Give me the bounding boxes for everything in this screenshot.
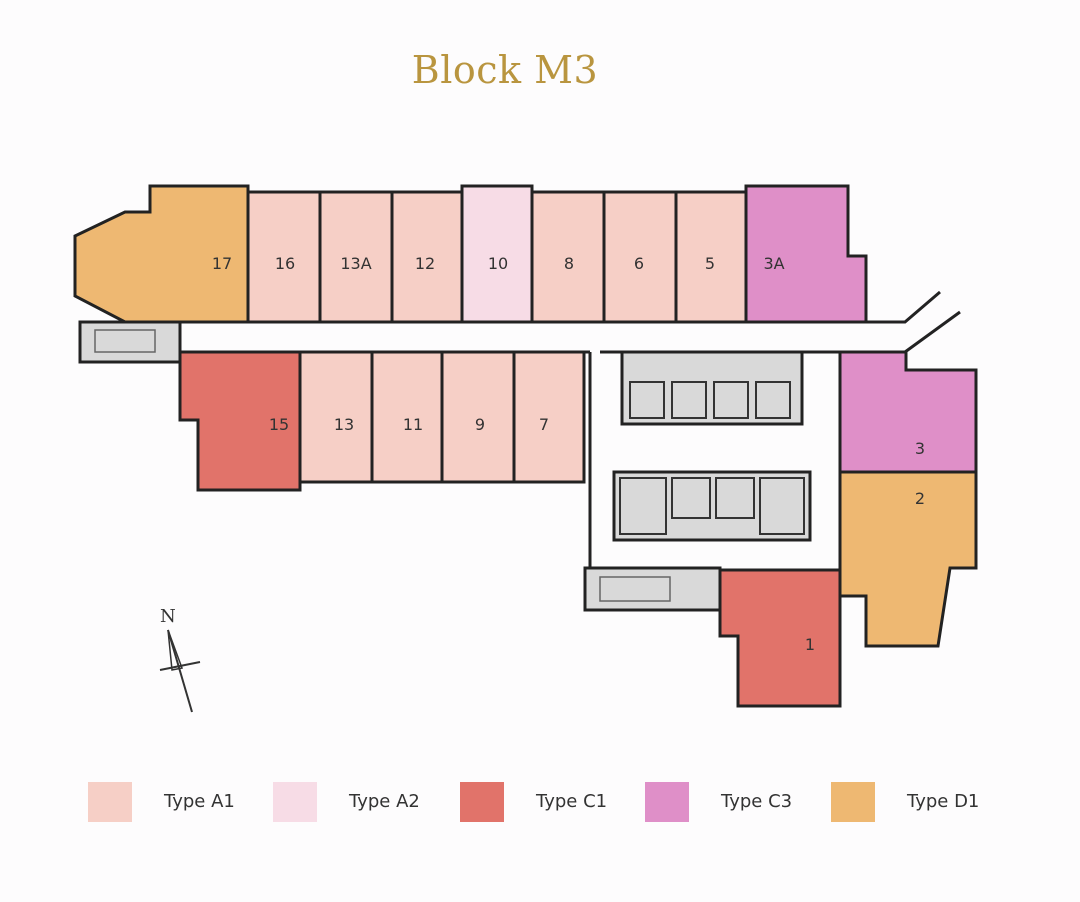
legend-swatch (831, 782, 875, 822)
legend-swatch (273, 782, 317, 822)
unit-label: 3A (763, 254, 784, 273)
unit-label: 3 (915, 439, 925, 458)
floor-plan: 17 16 13A 12 10 8 6 5 3A 15 13 11 9 7 3 2 1 N (73, 184, 978, 713)
legend-swatch (460, 782, 504, 822)
unit-12: 12 (390, 190, 464, 324)
unit-shape (744, 184, 868, 324)
units-layer: 17 16 13A 12 10 8 6 5 3A 15 13 11 9 7 3 2 1 (73, 184, 978, 708)
unit-shape (73, 184, 250, 324)
lift-core-north (620, 350, 804, 426)
unit-label: 8 (564, 254, 574, 273)
compass-north-label: N (160, 606, 176, 627)
unit-label: 7 (539, 415, 549, 434)
unit-label: 6 (634, 254, 644, 273)
unit-7: 7 (512, 350, 586, 484)
unit-shape (512, 350, 586, 484)
unit-13: 13 (298, 350, 374, 484)
unit-label: 15 (269, 415, 289, 434)
unit-label: 9 (475, 415, 485, 434)
core-areas (78, 320, 812, 612)
unit-shape (718, 568, 842, 708)
unit-15: 15 (178, 350, 302, 492)
unit-3a: 3A (744, 184, 868, 324)
page-title: Block M3 (411, 48, 599, 92)
unit-2: 2 (838, 470, 978, 648)
unit-17: 17 (73, 184, 250, 324)
legend-label: Type C3 (721, 791, 793, 812)
unit-8: 8 (530, 190, 606, 324)
unit-label: 11 (403, 415, 423, 434)
unit-label: 17 (212, 254, 232, 273)
unit-3: 3 (838, 350, 978, 474)
unit-6: 6 (602, 190, 678, 324)
unit-label: 13 (334, 415, 354, 434)
unit-label: 2 (915, 489, 925, 508)
unit-label: 10 (488, 254, 508, 273)
unit-10: 10 (460, 184, 534, 324)
stair-south (583, 566, 722, 612)
legend-swatch (88, 782, 132, 822)
unit-label: 5 (705, 254, 715, 273)
legend: Type A1 Type A2 Type C1 Type C3 Type D1 (0, 780, 1080, 826)
north-compass: N (159, 606, 201, 713)
lift-core-south (612, 470, 812, 542)
unit-label: 16 (275, 254, 295, 273)
legend-label: Type A2 (349, 791, 420, 812)
unit-9: 9 (440, 350, 516, 484)
legend-label: Type A1 (164, 791, 235, 812)
legend-label: Type D1 (907, 791, 980, 812)
unit-label: 13A (340, 254, 371, 273)
unit-1: 1 (718, 568, 842, 708)
legend-swatch (645, 782, 689, 822)
unit-16: 16 (246, 190, 322, 324)
unit-label: 12 (415, 254, 435, 273)
legend-label: Type C1 (536, 791, 608, 812)
unit-label: 1 (805, 635, 815, 654)
unit-11: 11 (370, 350, 444, 484)
unit-13a: 13A (318, 190, 394, 324)
unit-5: 5 (674, 190, 748, 324)
unit-shape (838, 350, 978, 474)
unit-shape (838, 470, 978, 648)
